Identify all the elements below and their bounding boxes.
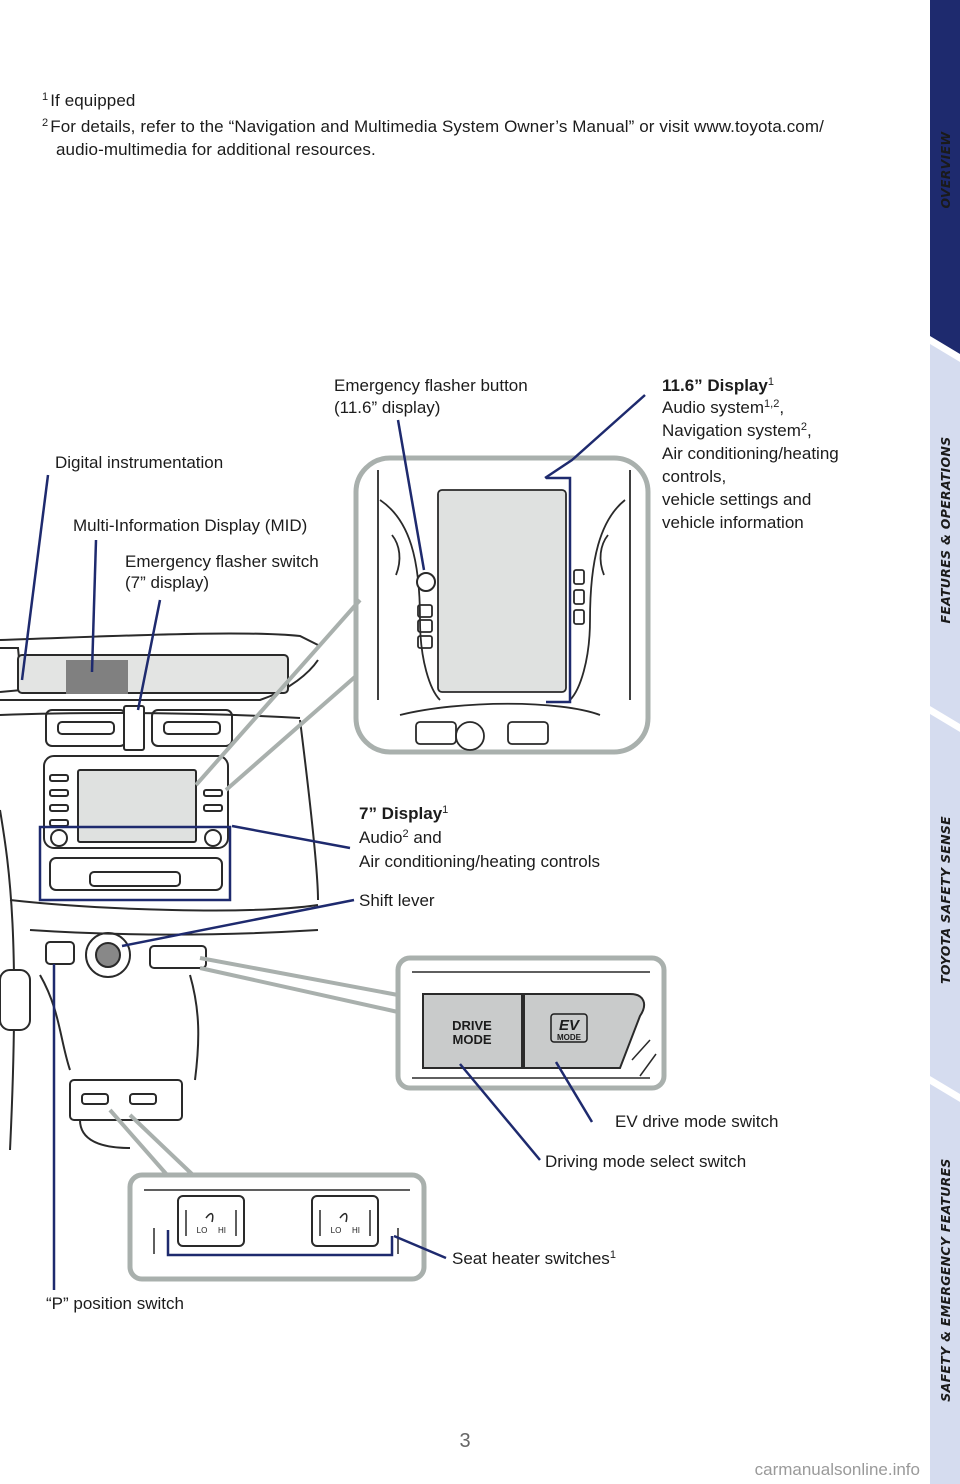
seat-heater-left-graphic [177,1195,245,1247]
label-display-116-ac: Air conditioning/heating [662,444,839,463]
label-mid: Multi-Information Display (MID) [73,516,308,535]
seat-heater-right-graphic [311,1195,379,1247]
label-flasher-switch-2: (7” display) [125,573,210,592]
tab-features-operations[interactable]: FEATURES & OPERATIONS [937,436,953,624]
seat-hi-right: HI [352,1226,360,1235]
label-display-116-title: 11.6” Display1 [662,376,774,395]
ev-text-2: MODE [557,1033,582,1042]
label-display-116-nav: Navigation system2, [662,421,812,440]
label-display-116-audio: Audio system1,2, [662,398,785,417]
label-flasher-button-2: (11.6” display) [334,398,441,417]
dashboard-illustration: DRIVE MODE EV MODE LO HI LO HI [0,394,667,1290]
drive-mode-button-graphic [422,993,523,1069]
footnote-2-continued: audio-multimedia for additional resource… [56,140,376,159]
label-shift-lever: Shift lever [359,891,435,910]
label-display-116-info: vehicle information [662,513,804,532]
label-display-116-settings: vehicle settings and [662,490,812,509]
label-display-116-controls: controls, [662,467,727,486]
tab-overview-shape[interactable] [930,0,960,354]
tab-safety-sense-shape[interactable] [930,714,960,1094]
label-seat-heater: Seat heater switches1 [452,1249,616,1268]
watermark: carmanualsonline.info [754,1460,920,1479]
drive-mode-text-2: MODE [453,1032,492,1047]
drive-mode-text-1: DRIVE [452,1018,492,1033]
tab-features-shape[interactable] [930,344,960,724]
tab-safety-emergency[interactable]: SAFETY & EMERGENCY FEATURES [937,1158,953,1402]
label-flasher-switch-1: Emergency flasher switch [125,552,319,571]
tab-toyota-safety-sense[interactable]: TOYOTA SAFETY SENSE [937,816,953,984]
label-display-7-title: 7” Display1 [359,804,449,823]
seat-hi-left: HI [218,1226,226,1235]
mid-screen [66,660,128,694]
seat-lo-right: LO [331,1226,342,1235]
label-display-7-ac: Air conditioning/heating controls [359,852,600,871]
section-tabs [930,0,960,1484]
tab-safety-emergency-shape[interactable] [930,1084,960,1484]
emergency-flasher-button-graphic [416,572,436,592]
label-ev-switch: EV drive mode switch [615,1112,779,1131]
label-p-switch: “P” position switch [46,1294,184,1313]
ev-text-1: EV [559,1017,581,1034]
ev-mode-button-graphic [523,993,646,1069]
label-display-7-audio: Audio2 and [359,828,442,847]
label-flasher-button-1: Emergency flasher button [334,376,528,395]
page-number: 3 [459,1430,471,1452]
tab-overview[interactable]: OVERVIEW [937,131,953,209]
seat-lo-left: LO [197,1226,208,1235]
label-digital-instrumentation: Digital instrumentation [55,453,224,472]
label-drive-mode-switch: Driving mode select switch [545,1152,747,1171]
